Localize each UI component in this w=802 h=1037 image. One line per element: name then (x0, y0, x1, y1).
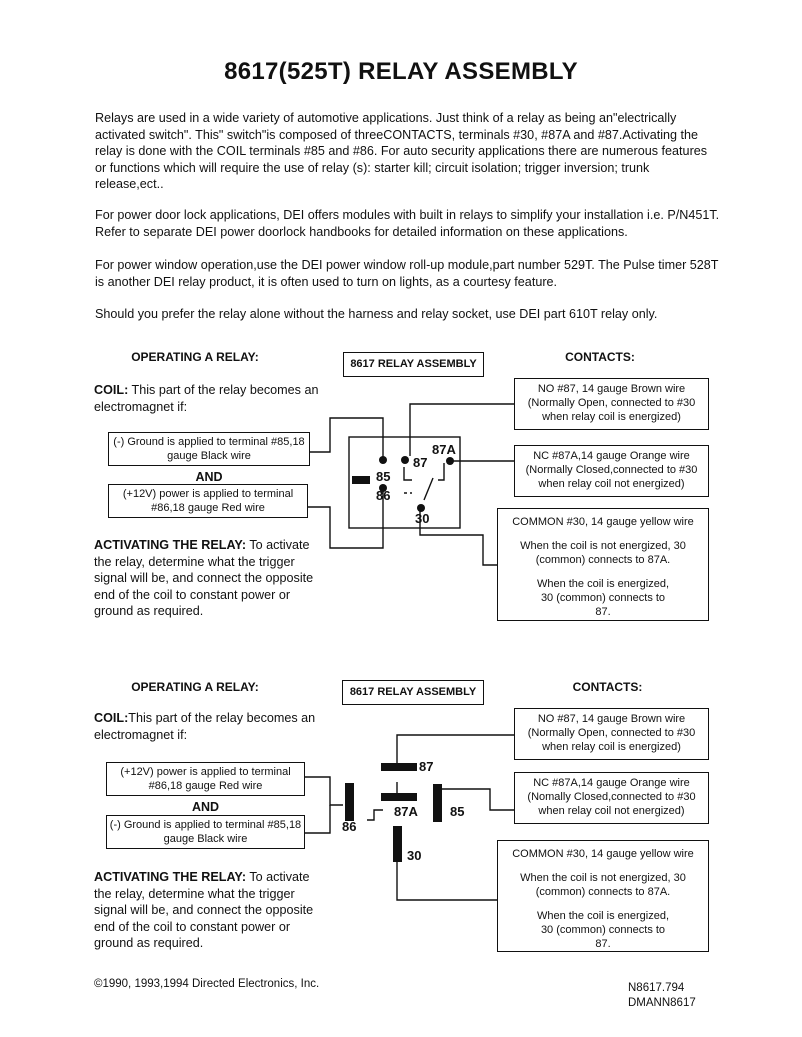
page-title: 8617(525T) RELAY ASSEMBLY (224, 58, 578, 85)
common-title: COMMON #30, 14 gauge yellow wire (512, 516, 694, 528)
coil-text: This part of the relay becomes an electr… (94, 711, 316, 742)
ground-condition-box-2: (-) Ground is applied to terminal #85,18… (106, 815, 305, 849)
common-contact-box-2: COMMON #30, 14 gauge yellow wire When th… (497, 840, 709, 952)
coil-text: This part of the relay becomes an electr… (94, 383, 319, 414)
common-not-energized: When the coil is not energized, 30 (comm… (520, 540, 686, 566)
terminal-30-label: 30 (415, 511, 429, 526)
nc-contact-box-1: NC #87A,14 gauge Orange wire (Normally C… (514, 445, 709, 497)
common-contact-box-1: COMMON #30, 14 gauge yellow wire When th… (497, 508, 709, 621)
no-contact-box-2: NO #87, 14 gauge Brown wire (Normally Op… (514, 708, 709, 760)
power-condition-box-2: (+12V) power is applied to terminal #86,… (106, 762, 305, 796)
common-energized: When the coil is energized, 30 (common) … (536, 910, 670, 950)
ground-condition-box-1: (-) Ground is applied to terminal #85,18… (108, 432, 310, 466)
terminal-87-label: 87 (413, 455, 427, 470)
power-condition-box-1: (+12V) power is applied to terminal #86,… (108, 484, 308, 518)
terminal-85-label-2: 85 (450, 804, 464, 819)
activating-label: ACTIVATING THE RELAY: (94, 870, 247, 884)
relay-body (348, 436, 461, 529)
terminal-85-label: 85 (376, 469, 390, 484)
activating-text: To activate the relay, determine what th… (94, 538, 314, 618)
activating-text: To activate the relay, determine what th… (94, 870, 314, 950)
operating-relay-heading-2: OPERATING A RELAY: (131, 680, 259, 694)
terminal-87-label-2: 87 (419, 759, 433, 774)
intro-paragraph-3: For power window operation,use the DEI p… (95, 258, 719, 289)
intro-paragraph-2: For power door lock applications, DEI of… (95, 208, 720, 239)
terminal-86-label: 86 (376, 488, 390, 503)
terminal-87a-label-2: 87A (394, 804, 418, 819)
contacts-heading-2: CONTACTS: (572, 680, 643, 694)
common-title: COMMON #30, 14 gauge yellow wire (512, 848, 694, 860)
terminal-87a-label: 87A (432, 442, 456, 457)
copyright-notice: ©1990, 1993,1994 Directed Electronics, I… (94, 978, 320, 990)
and-label-2: AND (191, 800, 220, 814)
coil-description-1: COIL: This part of the relay becomes an … (94, 382, 319, 415)
coil-label: COIL: (94, 383, 129, 397)
relay-assembly-box-1: 8617 RELAY ASSEMBLY (343, 352, 484, 377)
terminal-30-label-2: 30 (407, 848, 421, 863)
intro-paragraph-1: Relays are used in a wide variety of aut… (95, 111, 708, 191)
activating-description-1: ACTIVATING THE RELAY: To activate the re… (94, 537, 316, 620)
activating-label: ACTIVATING THE RELAY: (94, 538, 247, 552)
document-code-1: N8617.794 (628, 982, 685, 994)
common-energized: When the coil is energized, 30 (common) … (536, 578, 670, 618)
operating-relay-heading-1: OPERATING A RELAY: (131, 350, 259, 364)
no-contact-box-1: NO #87, 14 gauge Brown wire (Normally Op… (514, 378, 709, 430)
document-code-2: DMANN8617 (628, 997, 696, 1009)
nc-contact-box-2: NC #87A,14 gauge Orange wire (Nomally Cl… (514, 772, 709, 824)
intro-paragraph-4: Should you prefer the relay alone withou… (95, 307, 658, 321)
coil-label: COIL: (94, 711, 129, 725)
contacts-heading-1: CONTACTS: (565, 350, 635, 364)
activating-description-2: ACTIVATING THE RELAY: To activate the re… (94, 869, 316, 952)
and-label-1: AND (195, 470, 223, 484)
terminal-86-label-2: 86 (342, 819, 356, 834)
relay-assembly-box-2: 8617 RELAY ASSEMBLY (342, 680, 484, 705)
coil-description-2: COIL:This part of the relay becomes an e… (94, 710, 316, 743)
common-not-energized: When the coil is not energized, 30 (comm… (520, 872, 686, 898)
